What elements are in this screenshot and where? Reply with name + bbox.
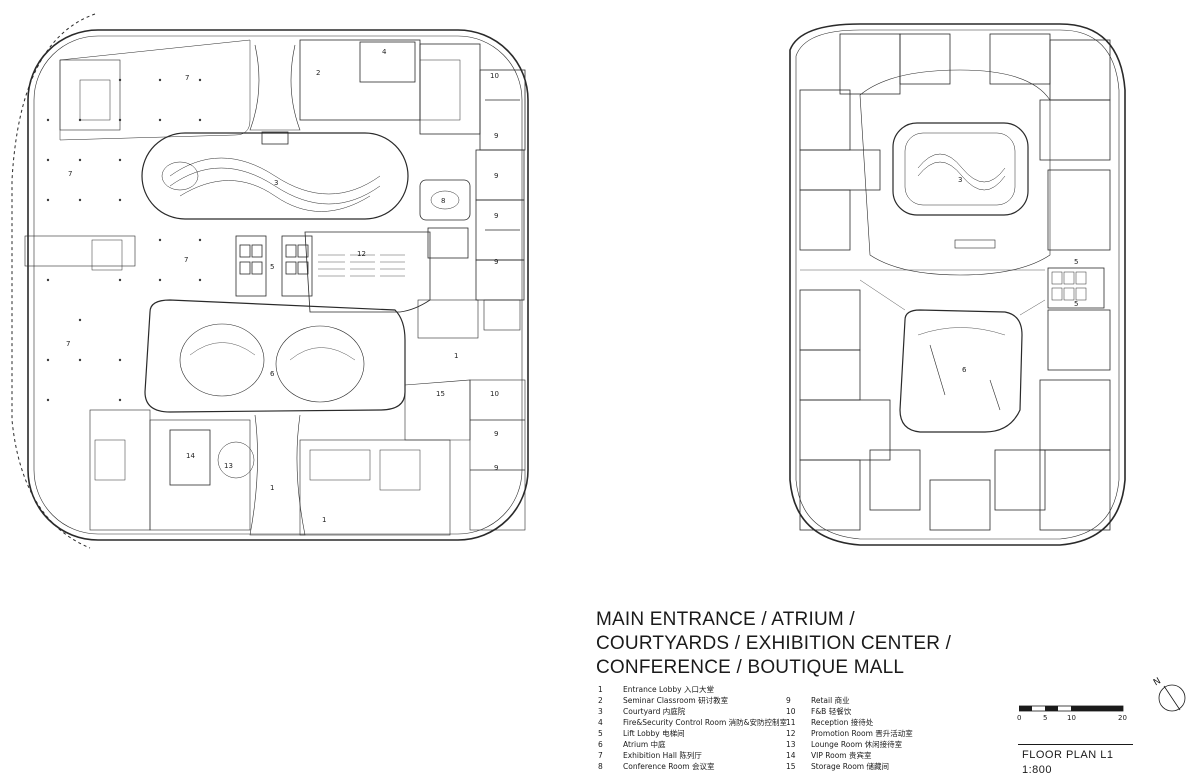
room-number: 5	[1074, 300, 1078, 308]
room-number: 7	[185, 74, 189, 82]
scale-bar-graphic	[1019, 705, 1124, 712]
scale-tick: 5	[1043, 714, 1048, 722]
room-number: 8	[441, 197, 445, 205]
room-number: 6	[962, 366, 967, 374]
room-number: 12	[357, 250, 366, 258]
right-building-outline	[789, 23, 1126, 546]
left-building-outline	[11, 13, 529, 549]
room-number: 1	[322, 516, 326, 524]
room-number: 10	[490, 72, 499, 80]
right-building-rooms	[799, 33, 1111, 531]
title-line: CONFERENCE / BOUTIQUE MALL	[596, 657, 905, 678]
room-number: 7	[66, 340, 70, 348]
plan-name: FLOOR PLAN L1	[1022, 749, 1114, 761]
room-number: 4	[382, 48, 387, 56]
room-number: 15	[436, 390, 445, 398]
title-line: MAIN ENTRANCE / ATRIUM /	[596, 609, 855, 630]
right-plan-room-numbers: 3 6 5 5	[958, 176, 1078, 374]
room-number: 3	[274, 179, 278, 187]
plan-label-rule	[1018, 744, 1133, 745]
plan-scale: 1:800	[1022, 764, 1053, 776]
floor-plan-drawing: 7 7 7 7 4 2 10 9 9 9 9 3 5 12 8 6 1 1 15…	[11, 13, 1126, 549]
room-number: 9	[494, 464, 498, 472]
room-number: 10	[490, 390, 499, 398]
left-building-rooms	[24, 39, 526, 536]
room-number: 9	[494, 258, 498, 266]
room-number: 7	[68, 170, 72, 178]
room-number: 2	[316, 69, 320, 77]
room-number: 9	[494, 172, 498, 180]
north-arrow: N	[1150, 672, 1190, 718]
room-number: 14	[186, 452, 195, 460]
room-number: 3	[958, 176, 962, 184]
drawing-title: MAIN ENTRANCE / ATRIUM / COURTYARDS / EX…	[596, 608, 1016, 680]
room-number: 9	[494, 132, 498, 140]
room-number: 1	[270, 484, 274, 492]
room-number: 6	[270, 370, 275, 378]
compass-icon: N	[1152, 676, 1186, 712]
left-plan-room-numbers: 7 7 7 7 4 2 10 9 9 9 9 3 5 12 8 6 1 1 15…	[66, 48, 499, 524]
room-number: 13	[224, 462, 233, 470]
north-label: N	[1152, 676, 1163, 688]
room-number: 1	[454, 352, 458, 360]
title-line: COURTYARDS / EXHIBITION CENTER /	[596, 633, 952, 654]
scale-tick: 20	[1118, 714, 1127, 722]
scale-bar: 0 5 10 20	[1015, 704, 1195, 774]
room-number: 9	[494, 430, 498, 438]
scale-tick: 10	[1067, 714, 1076, 722]
room-number: 7	[184, 256, 188, 264]
room-number: 5	[1074, 258, 1078, 266]
room-number: 5	[270, 263, 274, 271]
scale-tick: 0	[1017, 714, 1022, 722]
room-number: 9	[494, 212, 498, 220]
